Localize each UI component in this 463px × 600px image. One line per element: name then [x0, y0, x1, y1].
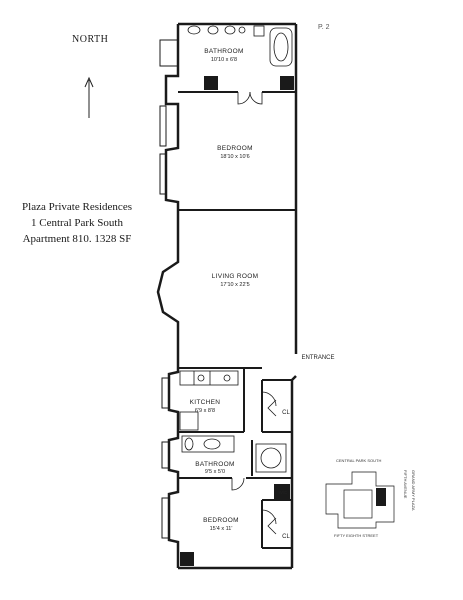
north-label: NORTH [72, 34, 109, 45]
bathroom-fixtures-top [187, 25, 293, 67]
room-bedroom-bottom-name: BEDROOM [203, 517, 239, 524]
room-living-name: LIVING ROOM [212, 273, 259, 280]
bathroom-fixtures-bottom [181, 435, 287, 473]
room-bedroom-bottom-dims: 15'4 x 11' [210, 526, 233, 532]
caption-apartment: Apartment 810. 1328 SF [22, 233, 132, 245]
north-arrow-icon [84, 76, 94, 118]
room-bathroom-top-dims: 10'10 x 6'8 [211, 57, 237, 63]
room-bathroom-bottom-name: BATHROOM [195, 461, 234, 468]
key-plan-right-street: FIFTH AVENUE [403, 470, 408, 499]
caption-building: Plaza Private Residences [22, 201, 132, 213]
column-block [280, 76, 294, 90]
column-block [180, 552, 194, 566]
closet-label-upper: CL [282, 410, 290, 416]
room-living-dims: 17'10 x 22'5 [220, 282, 249, 288]
window-bays [159, 39, 179, 539]
column-block [274, 484, 290, 500]
entrance-label: ENTRANCE [301, 355, 334, 361]
plan-caption: Plaza Private Residences 1 Central Park … [12, 199, 142, 247]
page-mark: P. 2 [318, 24, 330, 31]
key-plan: CENTRAL PARK SOUTH FIFTY EIGHTH STREET F… [325, 458, 416, 538]
caption-address: 1 Central Park South [31, 217, 123, 229]
room-bathroom-bottom-dims: 9'5 x 5'0 [205, 469, 225, 475]
wic-label: W/C [279, 490, 288, 495]
key-plan-top-street: CENTRAL PARK SOUTH [336, 458, 381, 463]
kitchen-fixtures [179, 370, 239, 431]
key-plan-bottom-street: FIFTY EIGHTH STREET [334, 533, 379, 538]
interior-walls [178, 91, 296, 549]
closet-label-lower: CL [282, 534, 290, 540]
column-block [204, 76, 218, 90]
room-bedroom-top-name: BEDROOM [217, 145, 253, 152]
door-swings [231, 91, 277, 535]
key-plan-right-plaza: GRAND ARMY PLAZA [411, 470, 416, 511]
room-kitchen-name: KITCHEN [190, 399, 221, 406]
room-bedroom-top-dims: 18'10 x 10'6 [220, 154, 249, 160]
room-kitchen-dims: 6'9 x 8'8 [195, 408, 215, 414]
room-bathroom-top-name: BATHROOM [204, 48, 243, 55]
